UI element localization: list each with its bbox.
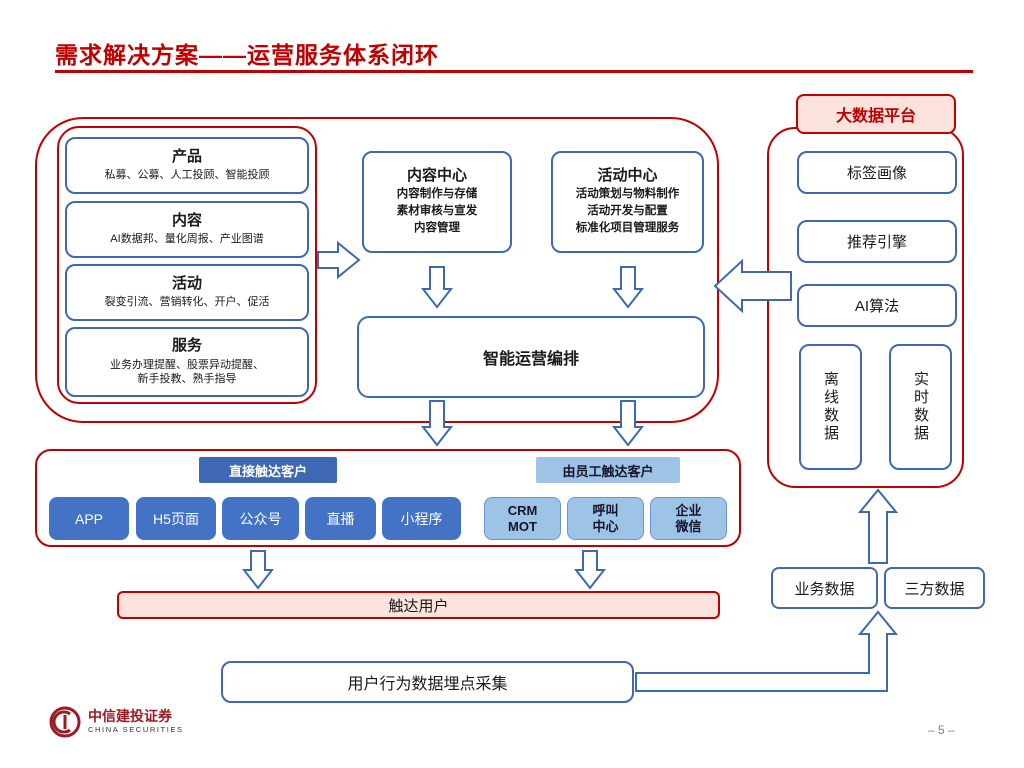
activity-center-box: 活动中心 活动策划与物料制作 活动开发与配置 标准化项目管理服务	[551, 151, 704, 253]
channel-live: 直播	[305, 497, 376, 540]
staff-reach-label: 由员工触达客户	[536, 457, 680, 483]
activity-center-line-2: 活动开发与配置	[587, 204, 668, 217]
recommend-engine-box: 推荐引擎	[797, 220, 957, 263]
service-box: 服务 业务办理提醒、股票异动提醒、 新手投教、熟手指导	[65, 327, 309, 397]
company-logo-icon	[49, 706, 81, 738]
offline-data-label: 离线数据	[822, 371, 839, 443]
tag-profile-label: 标签画像	[846, 165, 907, 182]
channel-wecom: 企业 微信	[650, 497, 727, 540]
realtime-data-box: 实时数据	[889, 344, 952, 470]
tag-profile-box: 标签画像	[797, 151, 957, 194]
channel-app: APP	[49, 497, 129, 540]
footer-logo: 中信建投证券 CHINA SECURITIES	[48, 705, 184, 739]
product-title: 产品	[171, 147, 202, 165]
channel-crm-mot: CRM MOT	[484, 497, 561, 540]
channel-h5: H5页面	[136, 497, 216, 540]
title-underline	[55, 70, 973, 73]
channel-mini-program: 小程序	[382, 497, 461, 540]
product-desc: 私募、公募、人工投顾、智能投顾	[104, 169, 270, 182]
realtime-data-label: 实时数据	[912, 371, 929, 443]
content-center-title: 内容中心	[406, 166, 467, 184]
offline-data-box: 离线数据	[799, 344, 862, 470]
behavior-collection-box: 用户行为数据埋点采集	[221, 661, 634, 703]
channel-call-center: 呼叫 中心	[567, 497, 644, 540]
content-center-line-3: 内容管理	[414, 222, 460, 234]
activity-title: 活动	[171, 274, 202, 292]
company-name-en: CHINA SECURITIES	[88, 724, 184, 734]
content-center-box: 内容中心 内容制作与存储 素材审核与宣发 内容管理	[362, 151, 512, 253]
orchestration-label: 智能运营编排	[482, 351, 579, 368]
business-data-label: 业务数据	[794, 580, 855, 598]
service-desc: 业务办理提醒、股票异动提醒、 新手投教、熟手指导	[110, 358, 264, 386]
reach-users-bar: 触达用户	[117, 591, 720, 619]
content-desc: AI数据邦、量化周报、产业图谱	[110, 233, 264, 246]
arrow-collection-to-data-sources	[635, 610, 899, 692]
content-center-line-1: 内容制作与存储	[396, 187, 478, 200]
arrow-channels-down-right	[573, 550, 607, 590]
page-title: 需求解决方案——运营服务体系闭环	[55, 42, 439, 68]
thirdparty-data-label: 三方数据	[904, 580, 965, 598]
arrow-data-sources-up	[857, 488, 899, 564]
activity-center-title: 活动中心	[597, 166, 658, 184]
touch-channels-container	[35, 449, 741, 547]
recommend-engine-label: 推荐引擎	[846, 234, 907, 251]
channel-official-account: 公众号	[222, 497, 299, 540]
company-name-cn: 中信建投证券	[88, 708, 172, 725]
ai-algorithm-label: AI算法	[854, 298, 900, 315]
direct-reach-label: 直接触达客户	[199, 457, 337, 483]
thirdparty-data-box: 三方数据	[884, 567, 985, 609]
activity-center-line-1: 活动策划与物料制作	[575, 187, 680, 200]
reach-users-label: 触达用户	[388, 597, 449, 615]
orchestration-box: 智能运营编排	[357, 316, 705, 398]
bigdata-platform-title-box: 大数据平台	[796, 94, 956, 134]
footer-logo-text: 中信建投证券 CHINA SECURITIES	[88, 709, 184, 734]
activity-box: 活动 裂变引流、营销转化、开户、促活	[65, 264, 309, 321]
supply-group-container	[57, 126, 317, 404]
product-box: 产品 私募、公募、人工投顾、智能投顾	[65, 137, 309, 194]
activity-center-line-3: 标准化项目管理服务	[575, 222, 680, 234]
content-box: 内容 AI数据邦、量化周报、产业图谱	[65, 201, 309, 258]
page-number: – 5 –	[928, 723, 955, 737]
behavior-collection-label: 用户行为数据埋点采集	[347, 676, 508, 693]
service-title: 服务	[171, 336, 202, 354]
bigdata-platform-title: 大数据平台	[835, 108, 916, 125]
content-title: 内容	[171, 211, 202, 229]
arrow-channels-down-left	[241, 550, 275, 590]
content-center-line-2: 素材审核与宣发	[396, 204, 478, 217]
activity-desc: 裂变引流、营销转化、开户、促活	[104, 296, 270, 309]
ai-algorithm-box: AI算法	[797, 284, 957, 327]
business-data-box: 业务数据	[771, 567, 878, 609]
